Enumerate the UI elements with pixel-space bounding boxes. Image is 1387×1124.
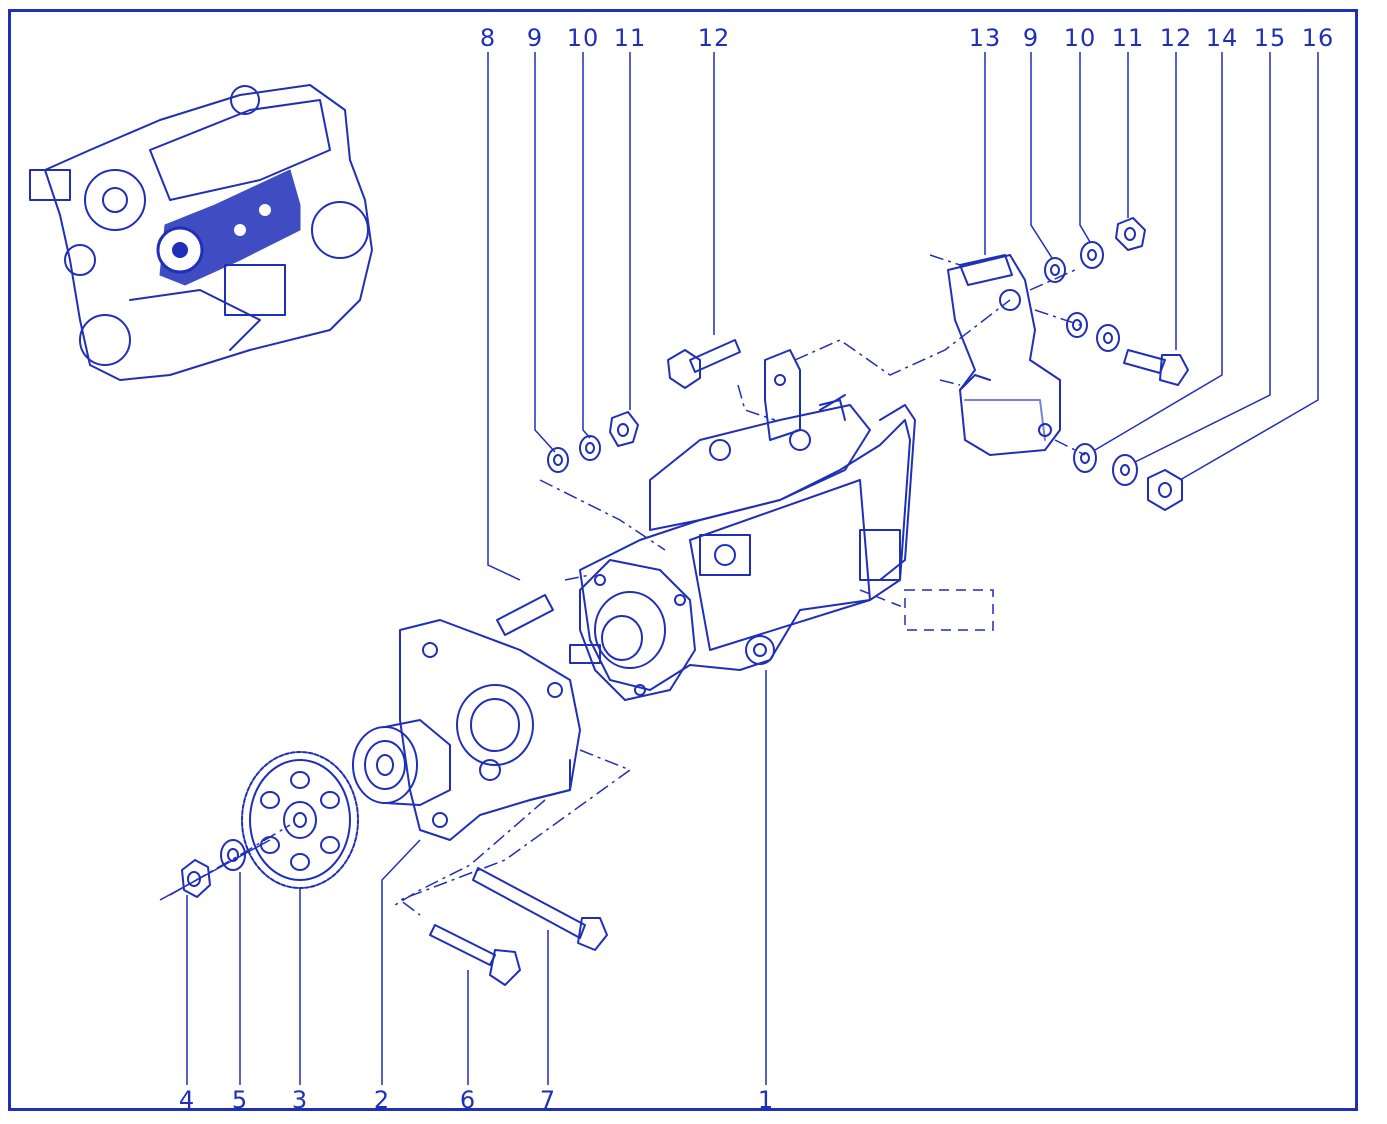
callout-14: 14: [1206, 24, 1239, 52]
washer-10-left: [579, 435, 601, 461]
bolt-short: [429, 924, 521, 986]
injection-pump-body: [579, 394, 916, 691]
washer-right-middle-b: [1096, 324, 1120, 352]
pump-front-flange: [569, 559, 696, 701]
top-left-labels: 8 9 10 11 12: [480, 24, 731, 52]
nut-16: [1147, 469, 1183, 511]
callout-1: 1: [758, 1086, 774, 1114]
pump-mounting-plate: [399, 619, 581, 841]
callout-3: 3: [292, 1086, 308, 1114]
tensioner-roller: [352, 719, 451, 806]
leader-lines: [186, 52, 1319, 1085]
callout-10: 10: [567, 24, 600, 52]
bottom-labels: 4 5 3 2 6 7 1: [179, 1086, 774, 1114]
washer-9-left: [547, 447, 569, 473]
callout-9: 9: [527, 24, 543, 52]
callout-5: 5: [232, 1086, 248, 1114]
callout-15: 15: [1254, 24, 1287, 52]
assembly-lines: [169, 254, 1086, 916]
callout-7: 7: [540, 1086, 556, 1114]
timing-pulley: [241, 751, 359, 889]
callout-6: 6: [460, 1086, 476, 1114]
pulley-nut: [181, 859, 211, 898]
nut-11-left: [609, 411, 639, 447]
washer-9-right: [1044, 257, 1066, 283]
engine-thumbnail: [29, 84, 373, 381]
dashed-reference-box: [904, 589, 994, 631]
top-right-labels: 13 9 10 11 12 14 15 16: [969, 24, 1335, 52]
diagram-frame: [8, 9, 1358, 1111]
nut-11-right: [1115, 217, 1146, 251]
washer-15: [1112, 454, 1138, 486]
callout-8: 8: [480, 24, 496, 52]
bolt-12-right: [1123, 349, 1189, 386]
pump-upper-bracket: [764, 349, 801, 441]
callout-13: 13: [969, 24, 1002, 52]
stud: [496, 594, 554, 636]
callout-12: 12: [698, 24, 731, 52]
callout-11-right: 11: [1112, 24, 1145, 52]
bolt-long: [472, 867, 608, 951]
callout-2: 2: [374, 1086, 390, 1114]
callout-10-right: 10: [1064, 24, 1097, 52]
rear-support-bracket: [947, 254, 1061, 456]
washer-10-right: [1080, 241, 1104, 269]
callout-11: 11: [614, 24, 647, 52]
washer-14: [1073, 443, 1097, 473]
callout-12-right: 12: [1160, 24, 1193, 52]
callout-16: 16: [1302, 24, 1335, 52]
washer-right-middle-a: [1066, 312, 1088, 338]
callout-9-right: 9: [1023, 24, 1039, 52]
bolt-12-left: [667, 339, 741, 389]
callout-4: 4: [179, 1086, 195, 1114]
